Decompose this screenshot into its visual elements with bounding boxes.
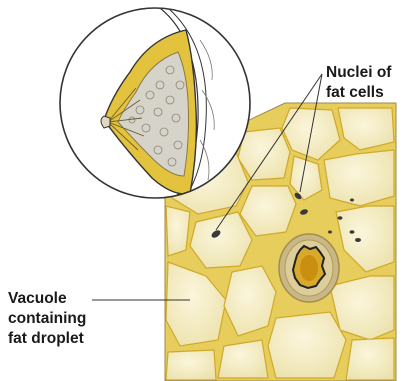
nucleus xyxy=(328,231,332,234)
vacuole-label-line-2: containing xyxy=(8,309,86,329)
breast-inset xyxy=(60,8,250,200)
blood-vessel xyxy=(279,234,339,302)
nuclei-label-line-1: Nuclei of xyxy=(326,63,391,83)
nuclei-label: Nuclei of fat cells xyxy=(326,63,391,103)
vacuole-label: Vacuole containing fat droplet xyxy=(8,289,86,349)
nucleus xyxy=(350,199,354,202)
nuclei-label-line-2: fat cells xyxy=(326,83,391,103)
fat-cell xyxy=(166,350,216,380)
fat-cell xyxy=(324,150,394,206)
nucleus xyxy=(355,238,361,242)
fat-cell xyxy=(346,338,394,380)
fat-cell xyxy=(166,206,190,256)
nipple xyxy=(101,116,110,128)
vacuole-label-line-1: Vacuole xyxy=(8,289,86,309)
nucleus xyxy=(338,216,343,220)
vacuole-label-line-3: fat droplet xyxy=(8,329,86,349)
nucleus xyxy=(350,230,355,234)
fat-cell xyxy=(218,340,268,378)
fat-cell xyxy=(268,312,346,378)
